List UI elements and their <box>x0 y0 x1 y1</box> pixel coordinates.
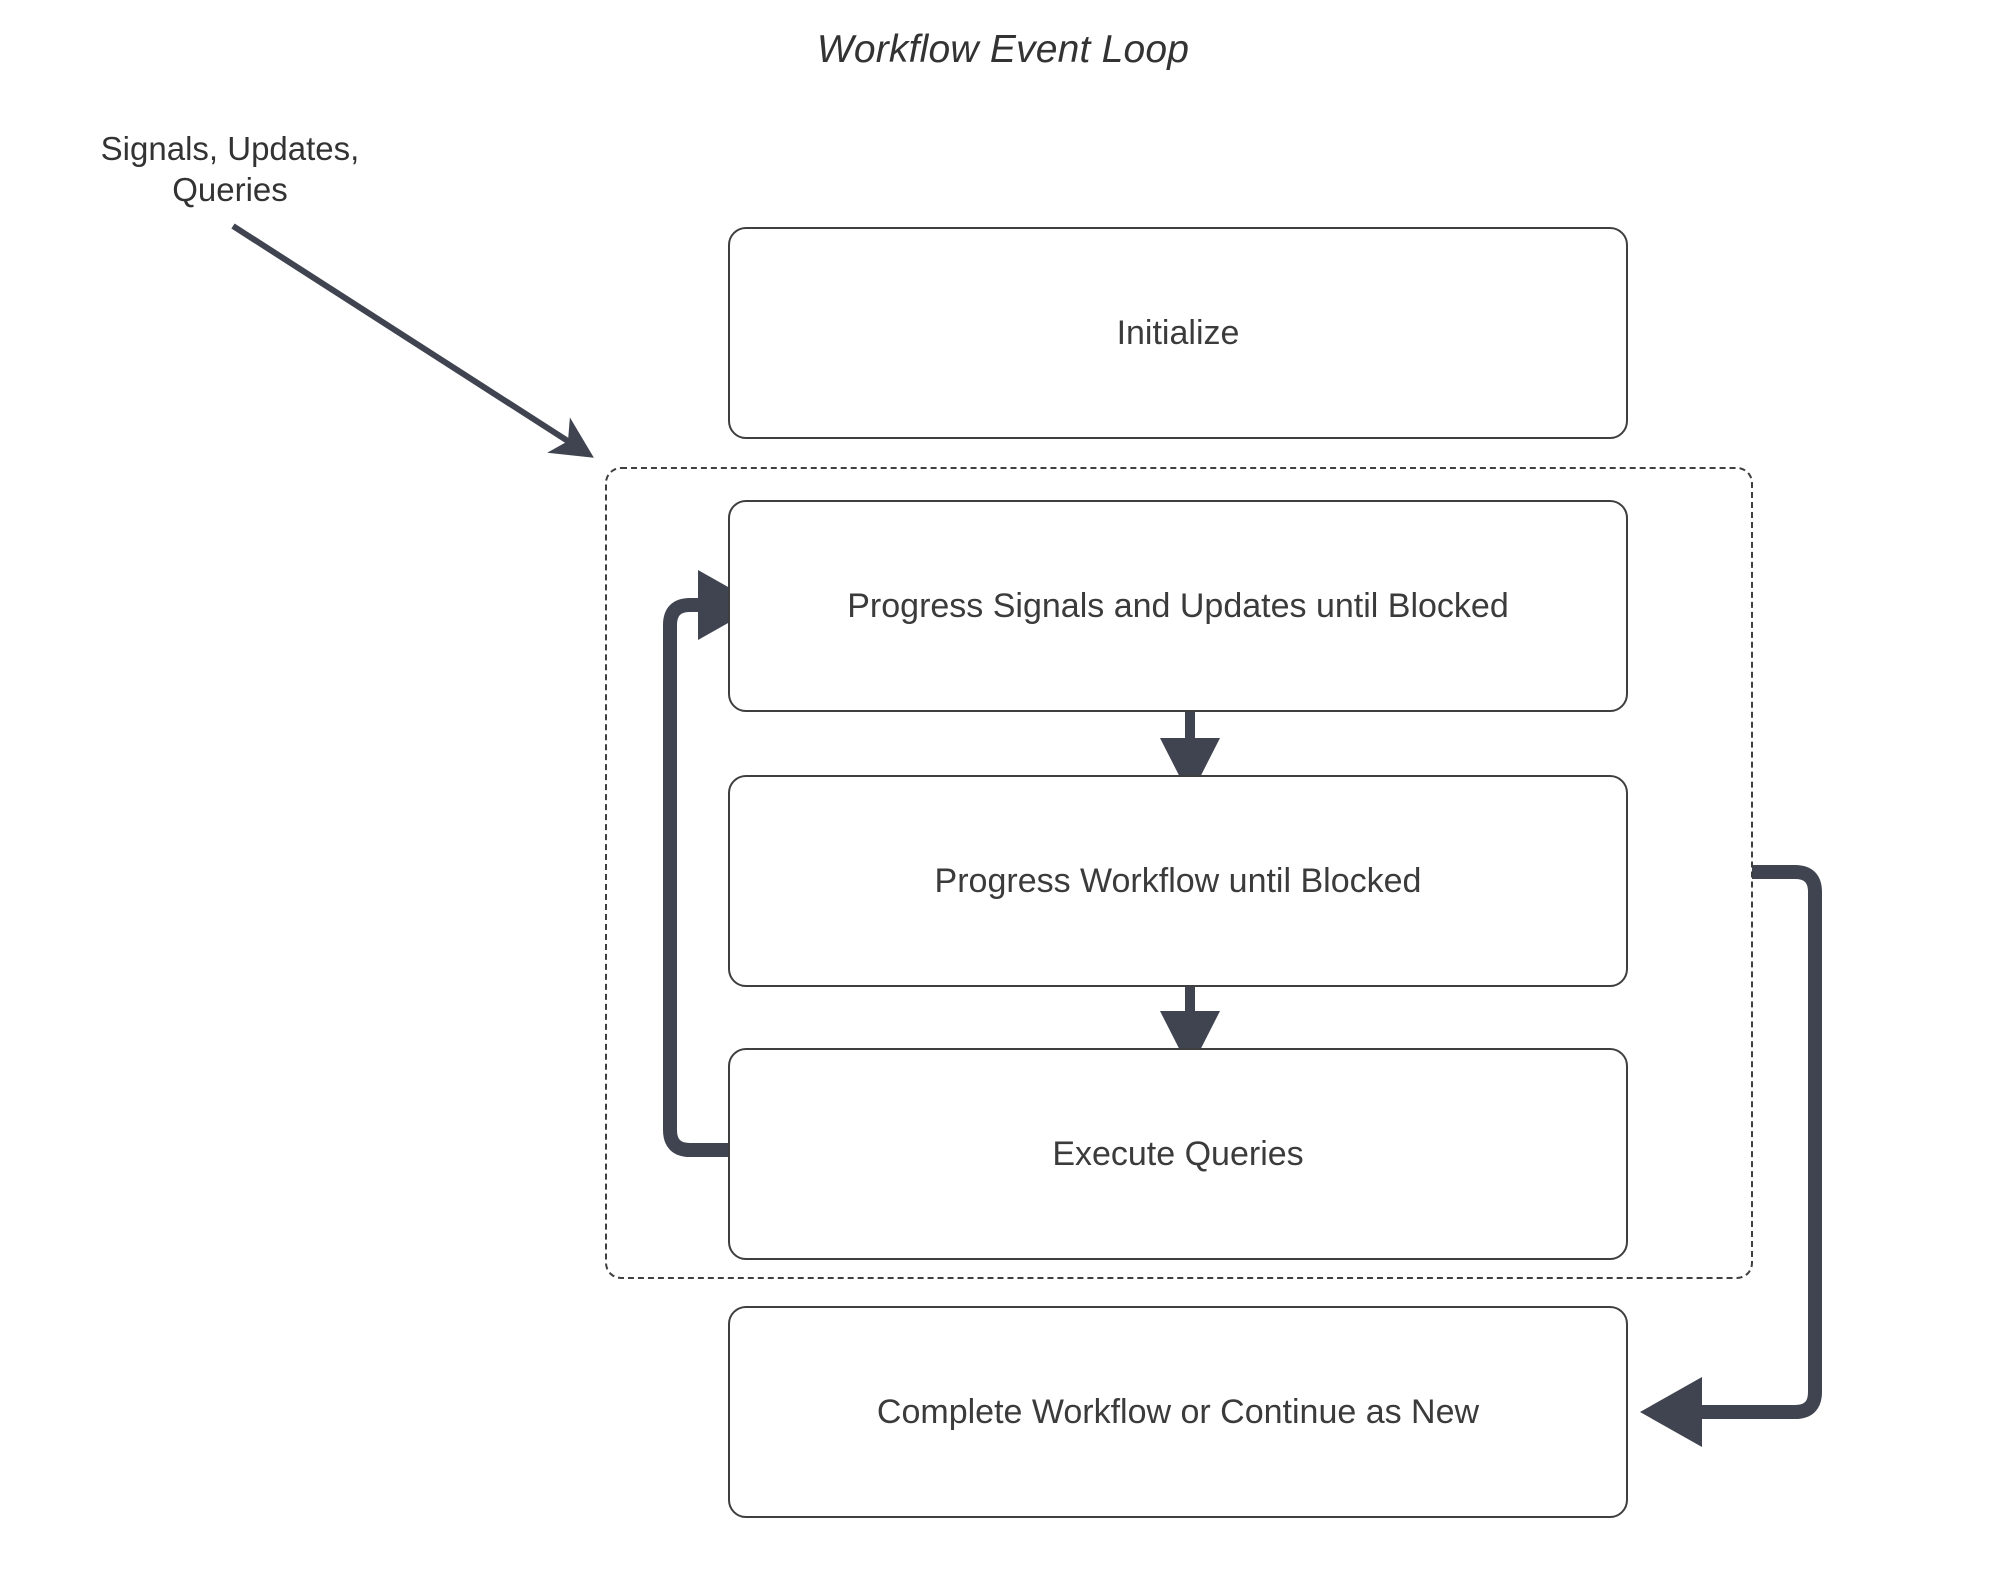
event-loop-group-container <box>605 467 1753 1279</box>
node-complete-workflow[interactable]: Complete Workflow or Continue as New <box>728 1306 1628 1518</box>
edge-loop-to-complete-icon <box>1640 865 1822 1447</box>
node-progress-workflow[interactable]: Progress Workflow until Blocked <box>728 775 1628 987</box>
node-progress-signals[interactable]: Progress Signals and Updates until Block… <box>728 500 1628 712</box>
edge-workflow-to-queries-icon <box>1160 985 1220 1070</box>
node-execute-queries-label: Execute Queries <box>1052 1134 1304 1173</box>
node-initialize[interactable]: Initialize <box>728 227 1628 439</box>
node-progress-workflow-label: Progress Workflow until Blocked <box>934 861 1422 900</box>
edge-signals-into-loop-icon <box>231 223 594 458</box>
node-progress-signals-label: Progress Signals and Updates until Block… <box>847 586 1509 625</box>
page-title: Workflow Event Loop <box>816 28 1190 71</box>
external-input-label: Signals, Updates, Queries <box>100 130 360 209</box>
edge-signals-to-workflow-icon <box>1160 710 1220 797</box>
node-execute-queries[interactable]: Execute Queries <box>728 1048 1628 1260</box>
node-initialize-label: Initialize <box>1116 313 1240 352</box>
node-complete-workflow-label: Complete Workflow or Continue as New <box>876 1392 1480 1431</box>
